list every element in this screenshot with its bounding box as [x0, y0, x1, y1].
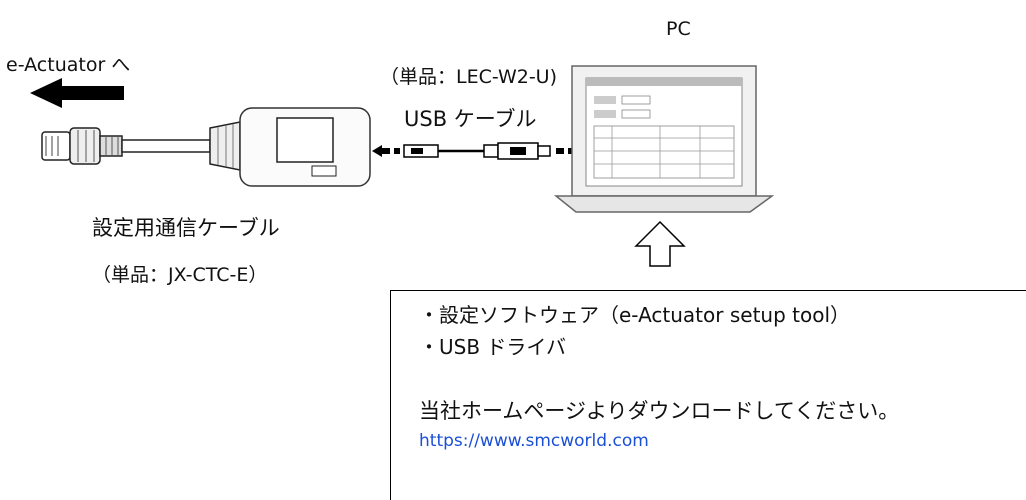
download-info-box: ・設定ソフトウェア（e-Actuator setup tool） ・USB ドラ… — [390, 290, 1026, 500]
comm-cable-label: 設定用通信ケーブル — [92, 216, 280, 240]
comm-part-number: （単品：JX-CTC-E） — [92, 264, 268, 286]
up-arrow-icon — [634, 220, 686, 267]
driver-item: ・USB ドライバ — [419, 335, 567, 359]
usb-part-number: （単品：LEC-W2-U) — [380, 66, 557, 88]
adapter-box — [239, 107, 371, 187]
usb-cable-label: USB ケーブル — [404, 107, 537, 131]
usb-plug-icon — [372, 142, 594, 160]
download-instruction: 当社ホームページよりダウンロードしてください。 — [419, 399, 900, 423]
connector-icon — [41, 127, 123, 165]
cable-cord — [121, 121, 241, 171]
laptop-icon — [553, 65, 775, 213]
website-link[interactable]: https://www.smcworld.com — [419, 431, 649, 451]
pc-label: PC — [666, 18, 691, 40]
software-item: ・設定ソフトウェア（e-Actuator setup tool） — [419, 303, 851, 327]
left-arrow-icon — [30, 78, 124, 108]
to-actuator-label: e-Actuator へ — [6, 54, 131, 76]
